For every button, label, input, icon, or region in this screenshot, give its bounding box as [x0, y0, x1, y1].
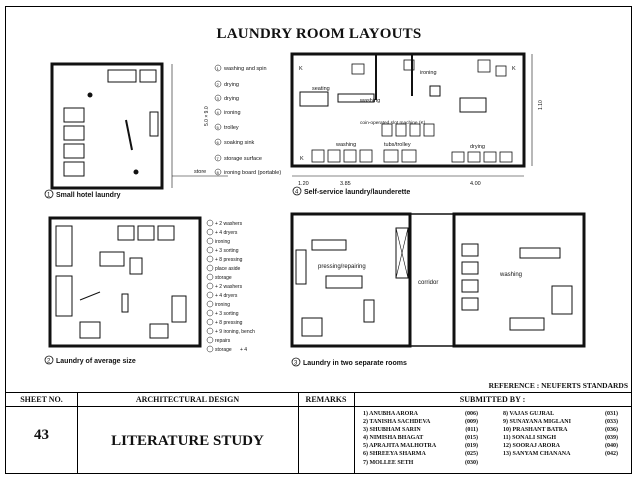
dimension: 3.85 — [340, 181, 351, 187]
divider — [77, 393, 78, 474]
plan-two-separate-rooms: pressing/repairing corridor washing 3 La… — [290, 212, 586, 367]
k-marker: K — [299, 66, 303, 72]
team-list-left: 1) ANUBHA ARORA(006) 2) TANISHA SACHDEVA… — [363, 410, 478, 467]
legend-num: 7 — [217, 156, 220, 161]
legend-num: 3 — [217, 96, 220, 101]
legend-item: + 9 ironing, bench — [215, 329, 255, 335]
room-label: tubs/trolley — [384, 142, 411, 148]
legend-item: place aside — [215, 266, 241, 272]
dimension: 5.0 × 9.0 — [204, 106, 210, 126]
member-row: 8) VAJAS GUJRAL(031) — [503, 411, 618, 417]
room-label: corridor — [418, 280, 438, 286]
page-title: LAUNDRY ROOM LAYOUTS — [216, 26, 422, 42]
legend-item: ironing — [215, 302, 230, 308]
member-row: 10) PRASHANT BATRA(036) — [503, 427, 618, 434]
legend-num: 6 — [217, 140, 220, 145]
k-marker: K — [512, 66, 516, 72]
dimension: 1.10 — [538, 100, 544, 110]
legend-item: ironing — [215, 239, 230, 245]
legend-item: + 4 dryers — [215, 293, 238, 299]
plan-small-hotel-laundry: 1 2 3 4 5 6 7 8 washing and spin drying … — [44, 62, 281, 199]
room-label: washing — [359, 98, 380, 104]
room-label: ironing — [420, 70, 437, 76]
legend-num: 4 — [217, 110, 220, 115]
dimension: 4.00 — [470, 181, 481, 187]
team-list-right: 8) VAJAS GUJRAL(031) 9) SUNAYANA MIGLANI… — [503, 410, 618, 459]
legend-num: 8 — [217, 170, 220, 175]
dimension: 1.20 — [298, 181, 309, 187]
legend-num: 2 — [217, 82, 220, 87]
member-row: 3) SHUBHAM SARIN(011) — [363, 427, 478, 434]
plan-number: 3 — [294, 361, 298, 367]
legend-item: + 4 dryers — [215, 230, 238, 236]
plan-caption: Laundry of average size — [56, 358, 136, 365]
plan-number: 4 — [295, 190, 299, 196]
member-row: 1) ANUBHA ARORA(006) — [363, 411, 478, 417]
store-label: store — [194, 169, 206, 175]
legend-item: + 8 pressing — [215, 257, 243, 263]
k-marker: K — [300, 156, 304, 162]
sheet-no-header: SHEET NO. — [6, 393, 77, 407]
member-row: 13) SANYAM CHANANA(042) — [503, 451, 618, 458]
plan-caption: Small hotel laundry — [56, 192, 121, 199]
member-row: 7) MOLLEE SETH(030) — [363, 459, 478, 466]
floor-plan-drawings: 1 2 3 4 5 6 7 8 washing and spin drying … — [44, 52, 586, 367]
legend-item: + 4 — [240, 347, 247, 353]
member-row: 4) NIMISHA BHAGAT(015) — [363, 435, 478, 442]
divider — [298, 393, 299, 474]
legend-item: storage surface — [224, 156, 262, 162]
legend-item: + 2 washers — [215, 221, 243, 227]
room-label: pressing/repairing — [318, 264, 366, 270]
plan-caption: Laundry in two separate rooms — [303, 360, 407, 367]
member-row: 5) APRAJITA MALHOTRA(019) — [363, 443, 478, 450]
legend-num: 5 — [217, 125, 220, 130]
study-title: LITERATURE STUDY — [111, 433, 264, 449]
room-label: drying — [470, 144, 485, 150]
plan-self-service-launderette: seating ironing washing coin-operated sl… — [290, 52, 544, 196]
sheet-border — [5, 6, 632, 474]
legend-item: storage — [215, 347, 232, 353]
room-label: washing — [335, 142, 356, 148]
legend-item: washing and spin — [223, 66, 267, 72]
title-block: SHEET NO. ARCHITECTURAL DESIGN REMARKS S… — [6, 392, 631, 474]
legend-item: ironing board (portable) — [224, 170, 281, 176]
room-label: seating — [312, 86, 330, 92]
member-row: 12) SOORAJ ARORA(040) — [503, 443, 618, 450]
member-row: 11) SONALI SINGH(039) — [503, 435, 618, 442]
plan-number: 2 — [47, 359, 51, 365]
plan-number: 1 — [47, 193, 51, 199]
legend-item: soaking sink — [224, 140, 255, 146]
remarks-header: REMARKS — [298, 393, 354, 407]
reference-note: REFERENCE : NEUFERTS STANDARDS — [488, 381, 628, 390]
legend-item: drying — [224, 82, 239, 88]
member-row: 9) SUNAYANA MIGLANI(033) — [503, 419, 618, 426]
legend-item: + 2 washers — [215, 284, 243, 290]
member-row: 2) TANISHA SACHDEVA(009) — [363, 419, 478, 426]
legend-num: 1 — [217, 66, 220, 71]
divider — [354, 393, 355, 474]
legend-item: trolley — [224, 125, 239, 131]
plan-caption: Self-service laundry/launderette — [304, 189, 410, 196]
room-label: coin-operated slot machine (K) — [360, 120, 426, 126]
plan-average-size-laundry: + 2 washers + 4 dryers ironing + 3 sorti… — [44, 216, 255, 365]
legend-item: ironing — [224, 110, 241, 116]
legend-item: repairs — [215, 338, 231, 344]
legend-item: storage — [215, 275, 232, 281]
room-label: washing — [499, 272, 522, 278]
legend-item: drying — [224, 96, 239, 102]
legend-item: + 3 sorting — [215, 311, 239, 317]
legend-item: + 8 pressing — [215, 320, 243, 326]
legend-item: + 3 sorting — [215, 248, 239, 254]
submitted-header: SUBMITTED BY : — [354, 393, 631, 407]
design-header: ARCHITECTURAL DESIGN — [77, 393, 298, 407]
sheet-number: 43 — [34, 427, 49, 443]
member-row: 6) SHREEYA SHARMA(025) — [363, 451, 478, 458]
